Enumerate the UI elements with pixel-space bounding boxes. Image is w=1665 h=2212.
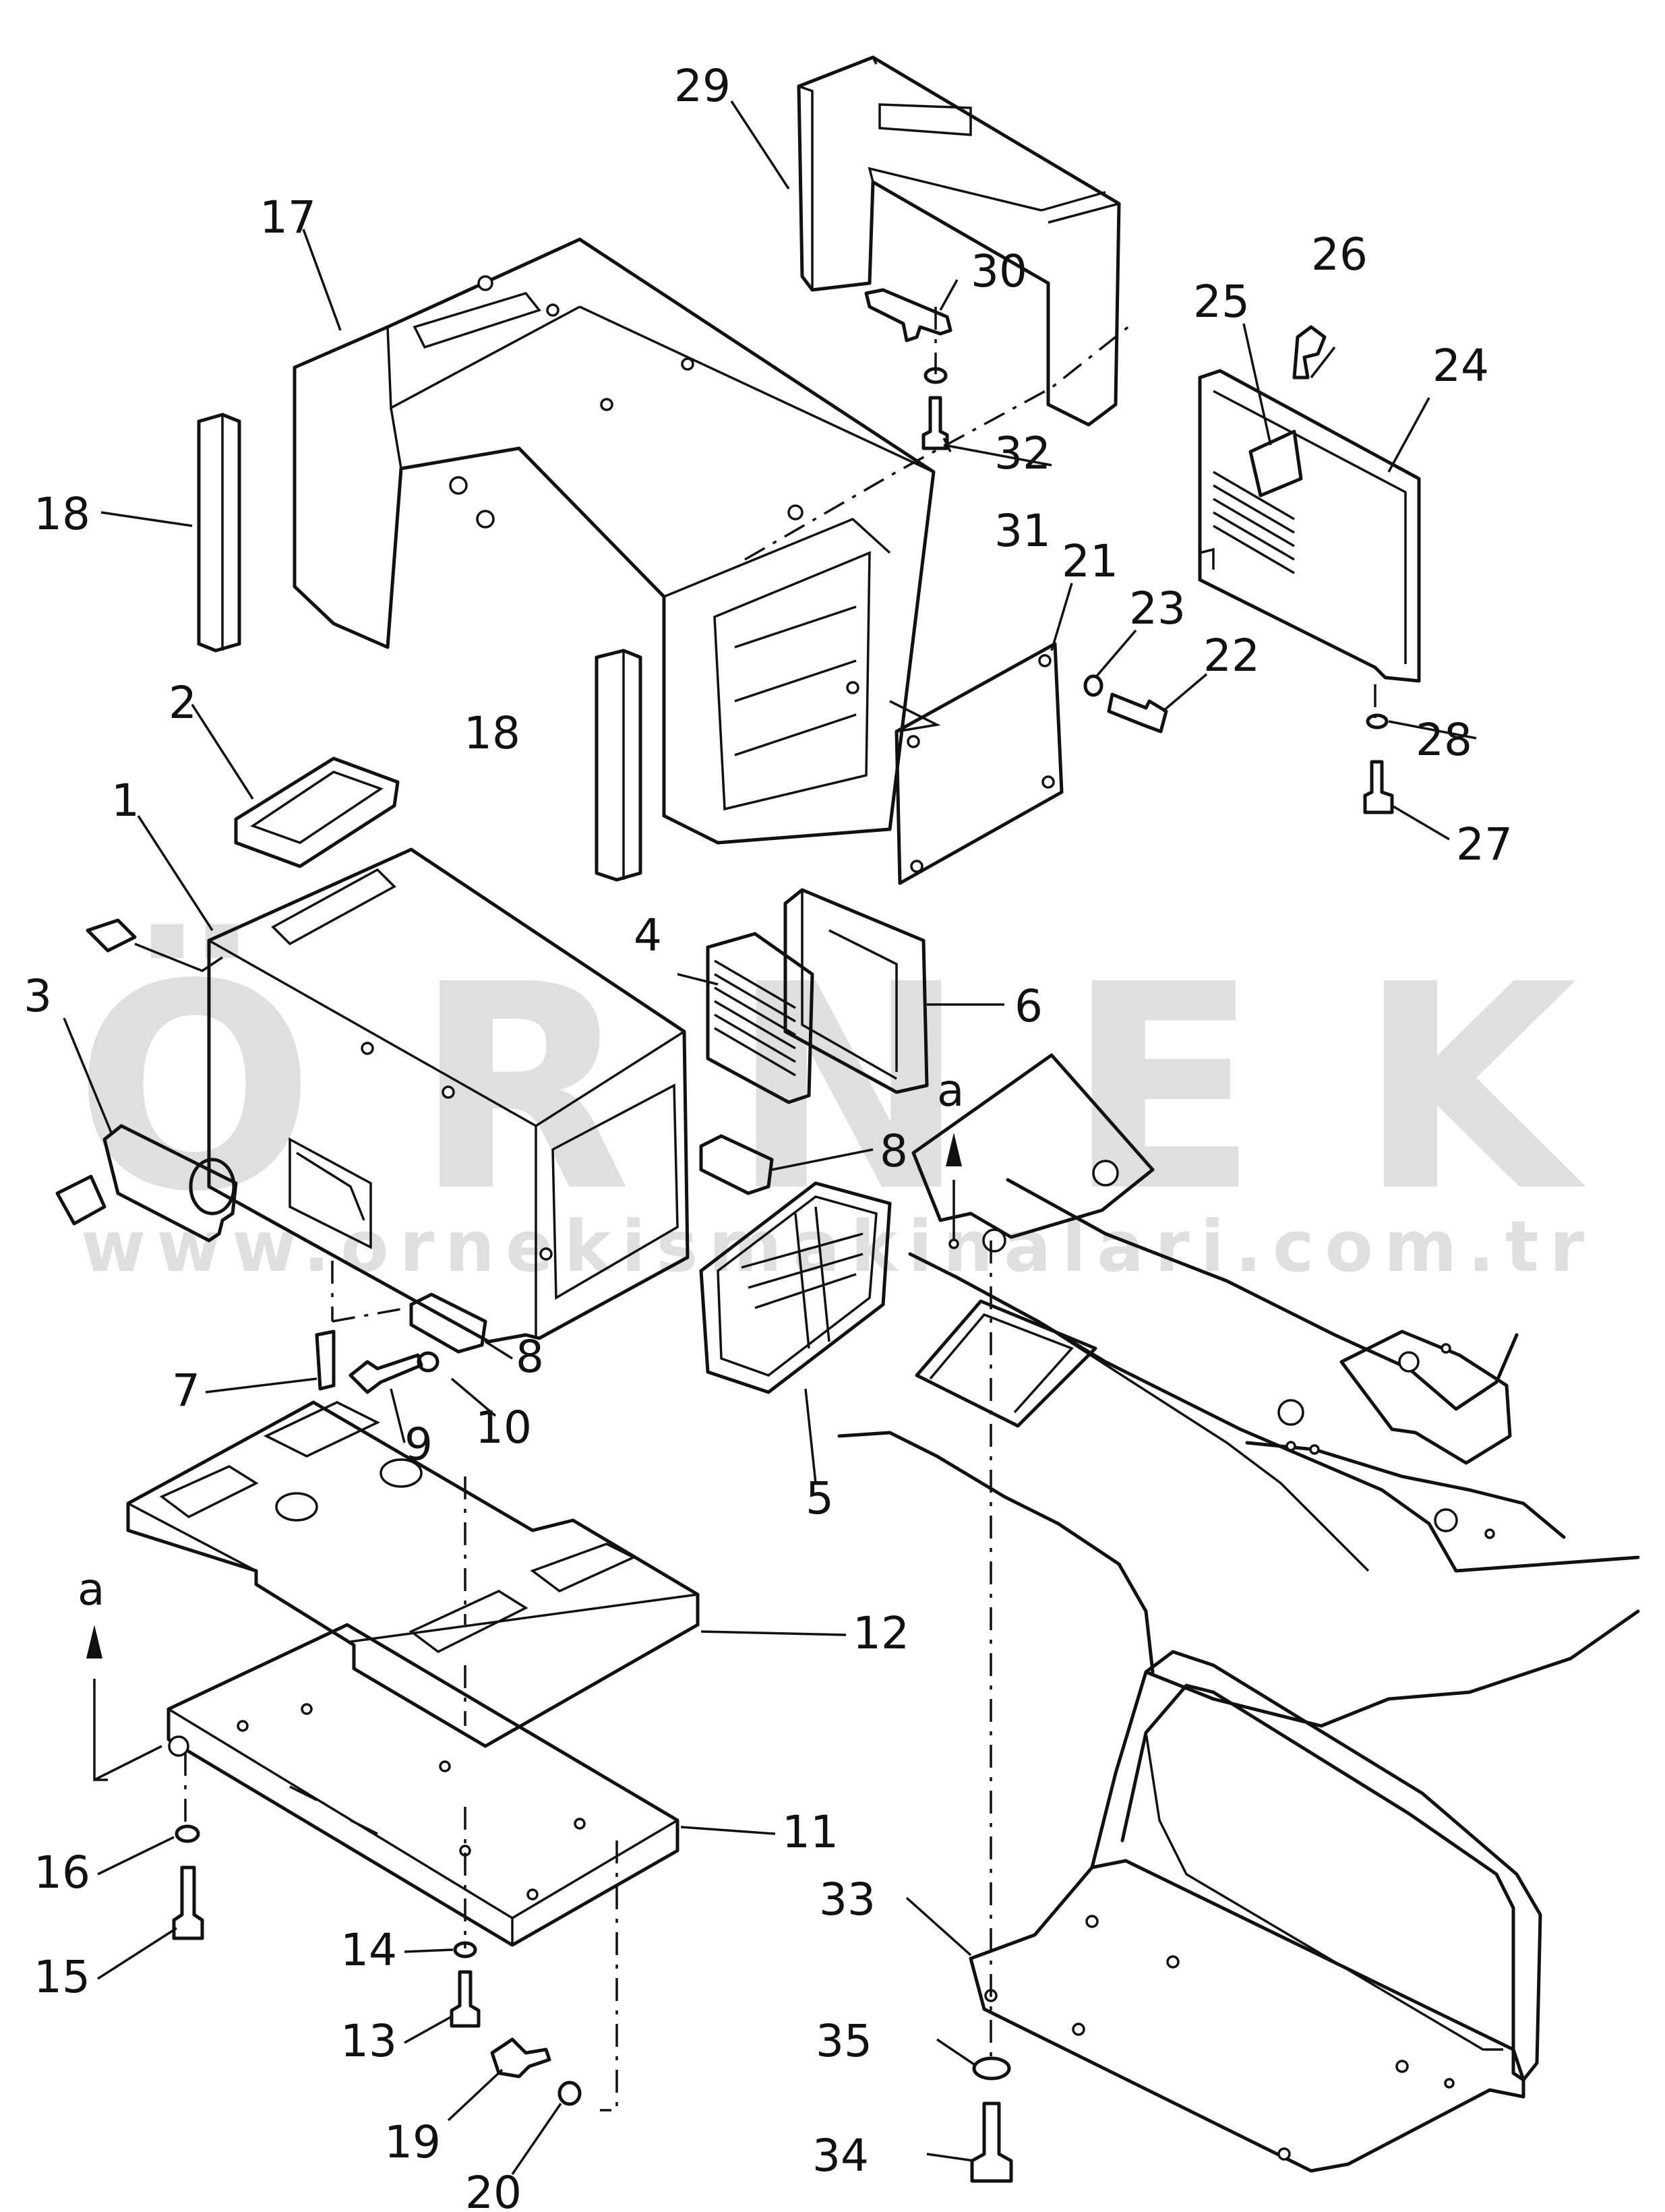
- label-25: 25: [1193, 276, 1250, 328]
- assembly-lines: [184, 307, 1376, 2112]
- label-16: 16: [34, 1847, 90, 1899]
- part-10-washer: [417, 1351, 440, 1373]
- label-9: 9: [404, 1418, 433, 1470]
- chassis-frame: [837, 1053, 1640, 1728]
- part-24-panel: [1198, 369, 1421, 683]
- part-6-duct: [783, 888, 929, 1094]
- part-9-bolt: [349, 1353, 423, 1394]
- part-13-bolt: [450, 1970, 481, 2028]
- part-31-bolt: [921, 396, 949, 450]
- part-4-filter: [706, 932, 814, 1104]
- label-21: 21: [1062, 535, 1118, 587]
- arrow-a-right-icon: [946, 1133, 962, 1166]
- part-25-switch: [1248, 429, 1303, 498]
- label-2: 2: [169, 677, 197, 729]
- label-17: 17: [260, 191, 316, 243]
- label-19: 19: [384, 2116, 441, 2168]
- label-20: 20: [465, 2167, 522, 2212]
- label-7: 7: [172, 1365, 200, 1416]
- part-2-frame: [234, 756, 400, 868]
- part-8-bracket-lower: [409, 1292, 487, 1354]
- arrow-a-left-icon: [86, 1625, 102, 1658]
- label-13: 13: [340, 2015, 397, 2067]
- label-18-bottom: 18: [464, 707, 520, 759]
- label-34: 34: [812, 2130, 869, 2182]
- part-18-pad-right: [595, 649, 642, 882]
- label-24: 24: [1432, 340, 1489, 392]
- label-3: 3: [24, 970, 52, 1022]
- part-18-pad-left: [197, 413, 241, 653]
- part-3-heater: [55, 1124, 238, 1243]
- part-35-washer: [972, 2056, 1011, 2081]
- part-5-grille: [699, 1181, 892, 1394]
- label-30: 30: [971, 245, 1027, 297]
- part-20-washer: [557, 2081, 582, 2106]
- part-28-washer: [1366, 713, 1389, 729]
- label-22: 22: [1203, 630, 1260, 682]
- label-27: 27: [1456, 818, 1513, 870]
- part-14-washer: [453, 1941, 477, 1959]
- part-7-pin: [315, 1329, 336, 1391]
- label-8-lower: 8: [516, 1331, 544, 1383]
- label-12: 12: [853, 1607, 909, 1659]
- label-29: 29: [674, 60, 731, 112]
- label-28: 28: [1416, 714, 1472, 766]
- label-23: 23: [1129, 582, 1186, 634]
- label-6: 6: [1015, 980, 1043, 1032]
- part-16-washer: [175, 1824, 200, 1843]
- leader-lines: [63, 100, 1477, 2175]
- watermark-url: www.ornekismakinalari.com.tr: [81, 1205, 1584, 1288]
- label-15: 15: [34, 1951, 90, 2003]
- part-12-base: [126, 1400, 700, 1748]
- label-32: 32: [994, 427, 1051, 479]
- label-11: 11: [782, 1806, 839, 1858]
- part-22-screw: [1107, 692, 1168, 734]
- label-a-right: a: [937, 1065, 964, 1116]
- part-labels: 29 17 30 26 25 24 32 31 18 21 23 22 2 18…: [24, 60, 1513, 2212]
- label-10: 10: [475, 1402, 532, 1454]
- part-23-washer: [1083, 674, 1103, 697]
- part-34-bolt: [970, 2101, 1013, 2183]
- part-27-bolt: [1363, 760, 1394, 814]
- label-a-left: a: [78, 1563, 104, 1615]
- label-1: 1: [111, 775, 140, 827]
- part-30-bracket: [864, 288, 952, 342]
- watermark-logo: ÖRNEK: [74, 921, 1588, 1254]
- part-26-knob: [1292, 325, 1327, 380]
- part-21-gasket: [895, 642, 1064, 885]
- label-35: 35: [816, 2015, 872, 2067]
- part-8-bracket-upper: [699, 1134, 774, 1195]
- label-14: 14: [340, 1924, 397, 1976]
- part-19-bolt: [490, 2037, 551, 2079]
- part-17-housing: [293, 237, 936, 845]
- label-33: 33: [819, 1874, 876, 1925]
- label-8-upper: 8: [880, 1125, 908, 1177]
- part-15-bolt: [172, 1865, 204, 1940]
- part-33-step-guard: [969, 1650, 1542, 2173]
- part-11-plate: [166, 1623, 679, 1947]
- part-1-unit: [86, 847, 690, 1344]
- label-31: 31: [994, 505, 1051, 557]
- part-29-frame: [797, 55, 1121, 427]
- label-4: 4: [634, 909, 662, 961]
- label-26: 26: [1311, 229, 1368, 280]
- label-18-top: 18: [34, 488, 90, 540]
- label-5: 5: [806, 1472, 834, 1524]
